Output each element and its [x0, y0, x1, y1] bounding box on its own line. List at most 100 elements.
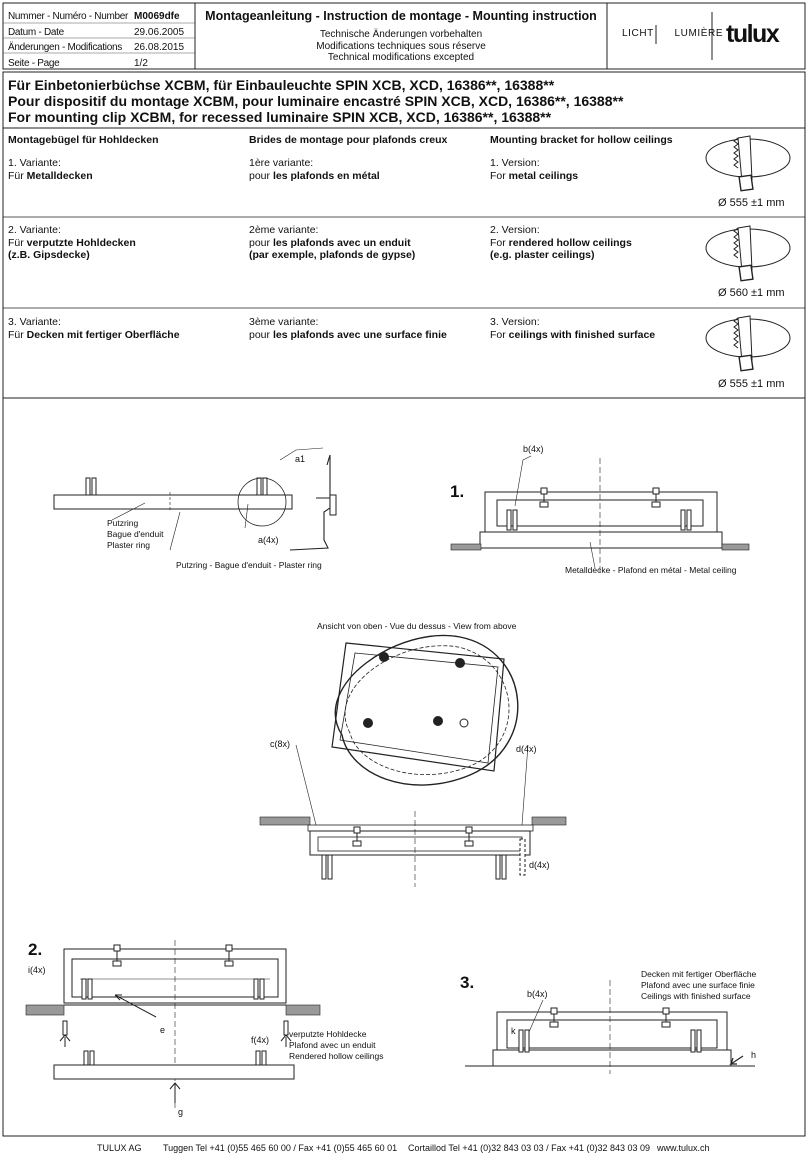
variant-3-en-prefix: For — [490, 328, 509, 341]
fig-3-caption-fr: Plafond avec une surface finie — [641, 980, 755, 990]
variant-2-fr: 2ème variante: pour les plafonds avec un… — [249, 224, 415, 262]
variant-1-de-type: Metalldecken — [26, 169, 93, 182]
fig-3-number: 3. — [460, 973, 474, 992]
plaster-ring-figure: a1 a(4x) Putzring Bague d'enduit Plaster… — [53, 447, 337, 570]
variant-1-fr-prefix: pour — [249, 169, 273, 182]
document-titles: Für Einbetonierbüchse XCBM, für Einbaule… — [8, 77, 623, 125]
fig-3-k-label: k — [511, 1026, 516, 1036]
variant-3-fr-type: les plafonds avec une surface finie — [272, 328, 447, 341]
variant-2-de-prefix: Für — [8, 236, 27, 249]
variant-2-de-type: verputzte Hohldecken — [26, 236, 136, 249]
variant-1-de-heading: 1. Variante: — [8, 157, 61, 169]
footer-tuggen: Tuggen Tel +41 (0)55 465 60 00 / Fax +41… — [163, 1143, 398, 1153]
footer-company: TULUX AG — [97, 1143, 142, 1153]
meta-number-label: Nummer - Numéro - Number — [8, 11, 129, 22]
variant-2-en: 2. Version: For rendered hollow ceilings… — [490, 224, 632, 262]
fig-a-a1-label: a1 — [295, 454, 305, 464]
variant-2-fr-example: (par exemple, plafonds de gypse) — [249, 249, 416, 261]
rendered-ceiling-figure: 2. i(4x) e f(4x) g verputzte Hohldecke P… — [25, 940, 384, 1117]
fig-2-caption-fr: Plafond avec un enduit — [289, 1040, 376, 1050]
fig-top-c8x-label: c(8x) — [270, 739, 290, 749]
variant-2-diameter: Ø 560 ±1 mm — [718, 287, 785, 299]
saw-cut-icon-variant-2 — [705, 225, 791, 282]
variant-1-en: 1. Version: For metal ceilings — [490, 157, 578, 182]
meta-modifications-value: 26.08.2015 — [134, 42, 185, 53]
fig-2-caption-en: Rendered hollow ceilings — [289, 1051, 384, 1061]
footer-website-link[interactable]: www.tulux.ch — [657, 1143, 710, 1153]
fig-2-i4x-label: i(4x) — [28, 965, 46, 975]
meta-date-value: 29.06.2005 — [134, 26, 185, 38]
variant-1-fr: 1ère variante: pour les plafonds en méta… — [249, 157, 380, 182]
fig-3-b4x-label: b(4x) — [527, 989, 548, 999]
variant-3-en-heading: 3. Version: — [490, 316, 540, 328]
document-type-title: Montageanleitung - Instruction de montag… — [205, 9, 597, 23]
fig-3-caption-en: Ceilings with finished surface — [641, 991, 751, 1001]
variant-2-fr-prefix: pour — [249, 236, 273, 249]
variant-3-de-prefix: Für — [8, 328, 27, 341]
variant-1-en-type: metal ceilings — [508, 169, 579, 182]
fig-3-h-label: h — [751, 1050, 756, 1060]
fig-1-b4x-label: b(4x) — [523, 444, 544, 454]
licht-lumiere-tagline: LICHT LUMIÈRE — [622, 28, 723, 39]
tagline-licht: LICHT — [622, 28, 654, 39]
header-frame — [2, 2, 806, 70]
variant-1-en-heading: 1. Version: — [490, 157, 540, 169]
fig-top-d4x-label-lower: d(4x) — [529, 860, 550, 870]
fig-a-putz-row: Putzring - Bague d'enduit - Plaster ring — [176, 560, 322, 570]
fig-top-d4x-label: d(4x) — [516, 744, 537, 754]
variant-1-fr-type: les plafonds en métal — [272, 169, 380, 182]
fig-2-number: 2. — [28, 940, 42, 959]
title-de: Für Einbetonierbüchse XCBM, für Einbaule… — [8, 77, 555, 93]
variant-3-de-heading: 3. Variante: — [8, 316, 61, 328]
variant-3-fr: 3ème variante: pour les plafonds avec un… — [249, 316, 447, 341]
meta-number-value: M0069dfe — [134, 11, 180, 22]
variant-2-en-type: rendered hollow ceilings — [508, 236, 632, 249]
document-header: Nummer - Numéro - Number M0069dfe Datum -… — [0, 0, 808, 70]
tulux-logo: tulux — [726, 20, 780, 48]
meta-date-label: Datum - Date — [8, 26, 64, 38]
finished-surface-figure: 3. Decken mit fertiger Oberfläche Plafon… — [460, 969, 757, 1074]
variant-1-diameter: Ø 555 ±1 mm — [718, 197, 785, 209]
title-fr: Pour dispositif du montage XCBM, pour lu… — [8, 93, 624, 109]
fig-a-putz-fr: Bague d'enduit — [107, 529, 164, 539]
fig-1-number: 1. — [450, 482, 464, 501]
variant-2-fr-type: les plafonds avec un enduit — [272, 236, 411, 249]
variant-3-en-type: ceilings with finished surface — [508, 328, 656, 341]
variant-3-fr-heading: 3ème variante: — [249, 316, 319, 328]
fig-1-caption: Metalldecke - Plafond en métal - Metal c… — [565, 565, 737, 575]
fig-3-caption-de: Decken mit fertiger Oberfläche — [641, 969, 757, 979]
variant-2-de-example: (z.B. Gipsdecke) — [8, 249, 90, 261]
variant-1-en-prefix: For — [490, 169, 509, 182]
fig-top-caption: Ansicht von oben - Vue du dessus - View … — [317, 621, 517, 631]
fig-a-putz-en: Plaster ring — [107, 540, 150, 550]
variant-3-fr-prefix: pour — [249, 328, 273, 341]
variant-3-de-type: Decken mit fertiger Oberfläche — [26, 328, 180, 341]
variant-3-de: 3. Variante: Für Decken mit fertiger Obe… — [8, 316, 180, 341]
meta-modifications-label: Änderungen - Modifications — [8, 42, 122, 53]
fig-2-f4x-label: f(4x) — [251, 1035, 269, 1045]
variant-2-en-heading: 2. Version: — [490, 224, 540, 236]
variant-2-fr-heading: 2ème variante: — [249, 224, 319, 236]
note-de: Technische Änderungen vorbehalten — [319, 29, 483, 40]
variant-3-diameter: Ø 555 ±1 mm — [718, 378, 785, 390]
fig-2-g-label: g — [178, 1107, 183, 1117]
meta-page-label: Seite - Page — [8, 57, 60, 69]
variant-2-en-example: (e.g. plaster ceilings) — [490, 249, 595, 261]
variant-2-en-prefix: For — [490, 236, 509, 249]
variant-1-fr-heading: 1ère variante: — [249, 157, 314, 169]
section-header-de: Montagebügel für Hohldecken — [8, 134, 159, 146]
variant-3-en: 3. Version: For ceilings with finished s… — [490, 316, 655, 341]
technical-notes: Technische Änderungen vorbehalten Modifi… — [200, 29, 602, 64]
fig-2-e-label: e — [160, 1025, 165, 1035]
footer-cortaillod: Cortaillod Tel +41 (0)32 843 03 03 / Fax… — [408, 1143, 650, 1153]
fig-a-a4x-label: a(4x) — [258, 535, 279, 545]
note-fr: Modifications techniques sous réserve — [316, 40, 486, 52]
metal-ceiling-figure: 1. b(4x) Metalldecke - Plafond en métal … — [450, 444, 750, 575]
saw-cut-icon-variant-3 — [705, 315, 791, 372]
saw-cut-icon-variant-1 — [705, 135, 791, 192]
section-header-en: Mounting bracket for hollow ceilings — [490, 134, 673, 146]
fig-a-putz-de: Putzring — [107, 518, 138, 528]
title-en: For mounting clip XCBM, for recessed lum… — [8, 109, 552, 125]
tagline-lumiere: LUMIÈRE — [674, 28, 724, 39]
variant-1-de-prefix: Für — [8, 169, 27, 182]
